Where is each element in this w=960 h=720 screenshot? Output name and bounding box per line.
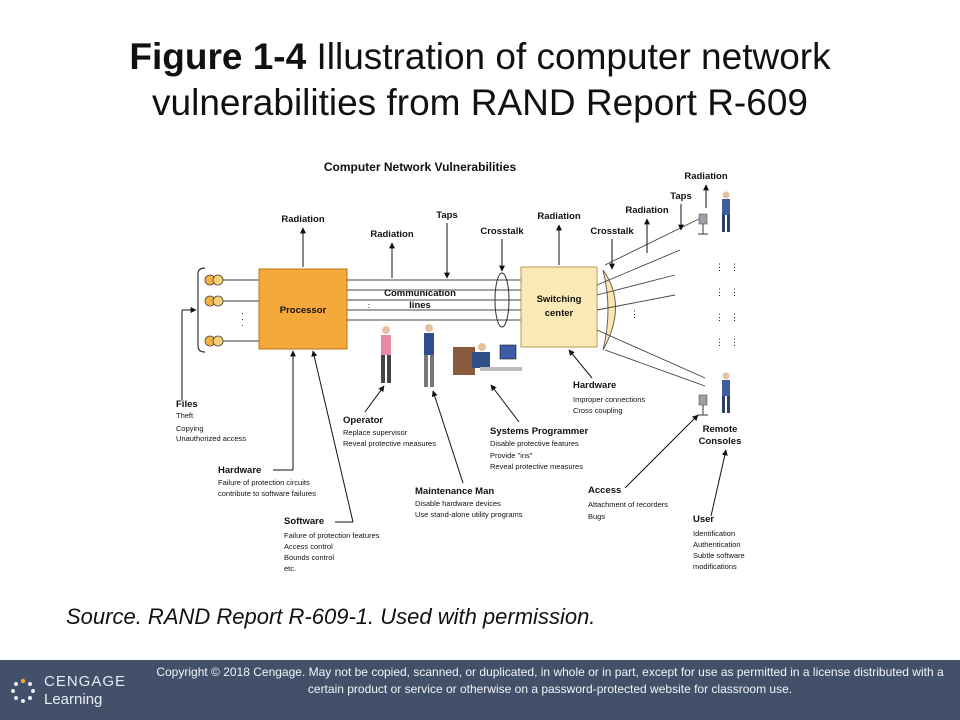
systems-programmer-figure xyxy=(453,343,522,375)
copyright-notice: Copyright © 2018 Cengage. May not be cop… xyxy=(156,665,944,696)
maintenance-item-2: Use stand-alone utility programs xyxy=(415,510,523,519)
svg-text:⋮: ⋮ xyxy=(730,312,739,322)
svg-text:⋮: ⋮ xyxy=(365,303,373,312)
operator-figure xyxy=(381,326,391,383)
software-item-1: Failure of protection features xyxy=(284,531,380,540)
svg-text:·: · xyxy=(241,314,244,324)
label-radiation-lines-right: Radiation xyxy=(625,205,668,216)
remote-console-bottom xyxy=(698,372,730,416)
files-heading: Files xyxy=(176,399,198,410)
label-taps-remote: Taps xyxy=(670,191,691,202)
source-caption: Source. RAND Report R-609-1. Used with p… xyxy=(66,604,596,629)
label-radiation-switching: Radiation xyxy=(537,211,580,222)
remote-console-top xyxy=(698,191,730,235)
sysprog-heading: Systems Programmer xyxy=(490,426,589,437)
maintenance-heading: Maintenance Man xyxy=(415,486,494,497)
label-radiation-processor: Radiation xyxy=(281,214,324,225)
logo-text-learning: Learning xyxy=(44,691,103,708)
user-heading: User xyxy=(693,514,714,525)
hardware-processor-item-2: contribute to software failures xyxy=(218,489,316,498)
file-storage: ··· xyxy=(197,267,259,353)
processor-label: Processor xyxy=(280,305,327,316)
maintenance-man-figure xyxy=(424,324,434,387)
remote-consoles-label: Remote xyxy=(703,424,738,435)
communication-lines xyxy=(347,279,521,321)
logo-text-cengage: CENGAGE xyxy=(44,673,127,690)
processor-box xyxy=(258,268,348,350)
slide-title: Figure 1-4 Illustration of computer netw… xyxy=(0,34,960,126)
user-item-4: modifications xyxy=(693,562,737,571)
cengage-logo-icon xyxy=(11,678,35,703)
crosstalk-lens xyxy=(602,269,616,351)
files-item-3: Unauthorized access xyxy=(176,434,246,443)
hardware-processor-item-1: Failure of protection circuits xyxy=(218,478,310,487)
title-text: Illustration of computer network xyxy=(306,36,831,77)
communication-lines-label-2: lines xyxy=(409,300,431,311)
diagram-title: Computer Network Vulnerabilities xyxy=(324,160,517,174)
user-item-1: Identification xyxy=(693,529,735,538)
software-item-4: etc. xyxy=(284,564,296,573)
user-item-3: Subtle software xyxy=(693,551,745,560)
files-item-1: Theft xyxy=(176,411,194,420)
svg-text:·: · xyxy=(241,320,244,330)
remote-consoles-label-2: Consoles xyxy=(699,436,742,447)
software-item-2: Access control xyxy=(284,542,333,551)
title-figure-number: Figure 1-4 xyxy=(129,36,307,77)
operator-heading: Operator xyxy=(343,415,383,426)
sysprog-item-1: Disable protective features xyxy=(490,439,579,448)
operator-item-2: Reveal protective measures xyxy=(343,439,436,448)
label-taps-lines: Taps xyxy=(436,210,457,221)
svg-text:⋮: ⋮ xyxy=(715,287,724,297)
access-item-1: Attachment of recorders xyxy=(588,500,668,509)
svg-text:⋮: ⋮ xyxy=(630,309,639,319)
svg-text:⋮: ⋮ xyxy=(715,262,724,272)
label-radiation-remote: Radiation xyxy=(684,171,727,182)
svg-text:·: · xyxy=(241,308,244,318)
access-heading: Access xyxy=(588,485,621,496)
crosstalk-ellipse xyxy=(494,272,510,328)
network-vulnerability-diagram: Computer Network Vulnerabilities ··· Pro… xyxy=(176,160,745,573)
title-line-2: vulnerabilities from RAND Report R-609 xyxy=(152,82,808,123)
sysprog-item-2: Provide "ins" xyxy=(490,451,533,460)
svg-text:⋮: ⋮ xyxy=(730,287,739,297)
software-item-3: Bounds control xyxy=(284,553,334,562)
label-crosstalk-switching: Crosstalk xyxy=(590,226,634,237)
hardware-processor-heading: Hardware xyxy=(218,465,261,476)
label-radiation-lines: Radiation xyxy=(370,229,413,240)
hardware-switching-heading: Hardware xyxy=(573,380,616,391)
hardware-switching-item-2: Cross coupling xyxy=(573,406,623,415)
cengage-logo: CENGAGE Learning xyxy=(8,670,148,710)
switching-center-label: Switching xyxy=(537,294,582,305)
maintenance-item-1: Disable hardware devices xyxy=(415,499,501,508)
label-crosstalk-lines: Crosstalk xyxy=(480,226,524,237)
sysprog-item-3: Reveal protective measures xyxy=(490,462,583,471)
svg-text:⋮: ⋮ xyxy=(715,337,724,347)
operator-item-1: Replace supervisor xyxy=(343,428,408,437)
switching-center-box xyxy=(520,266,598,348)
hardware-switching-item-1: Improper connections xyxy=(573,395,645,404)
access-item-2: Bugs xyxy=(588,512,605,521)
software-heading: Software xyxy=(284,516,324,527)
communication-lines-label: Communication xyxy=(384,288,456,299)
footer-bar: CENGAGE Learning Copyright © 2018 Cengag… xyxy=(0,660,960,720)
user-item-2: Authentication xyxy=(693,540,741,549)
svg-text:⋮: ⋮ xyxy=(730,262,739,272)
svg-text:⋮: ⋮ xyxy=(715,312,724,322)
files-item-2: Copying xyxy=(176,424,204,433)
switching-center-label-2: center xyxy=(545,308,574,319)
svg-text:⋮: ⋮ xyxy=(730,337,739,347)
